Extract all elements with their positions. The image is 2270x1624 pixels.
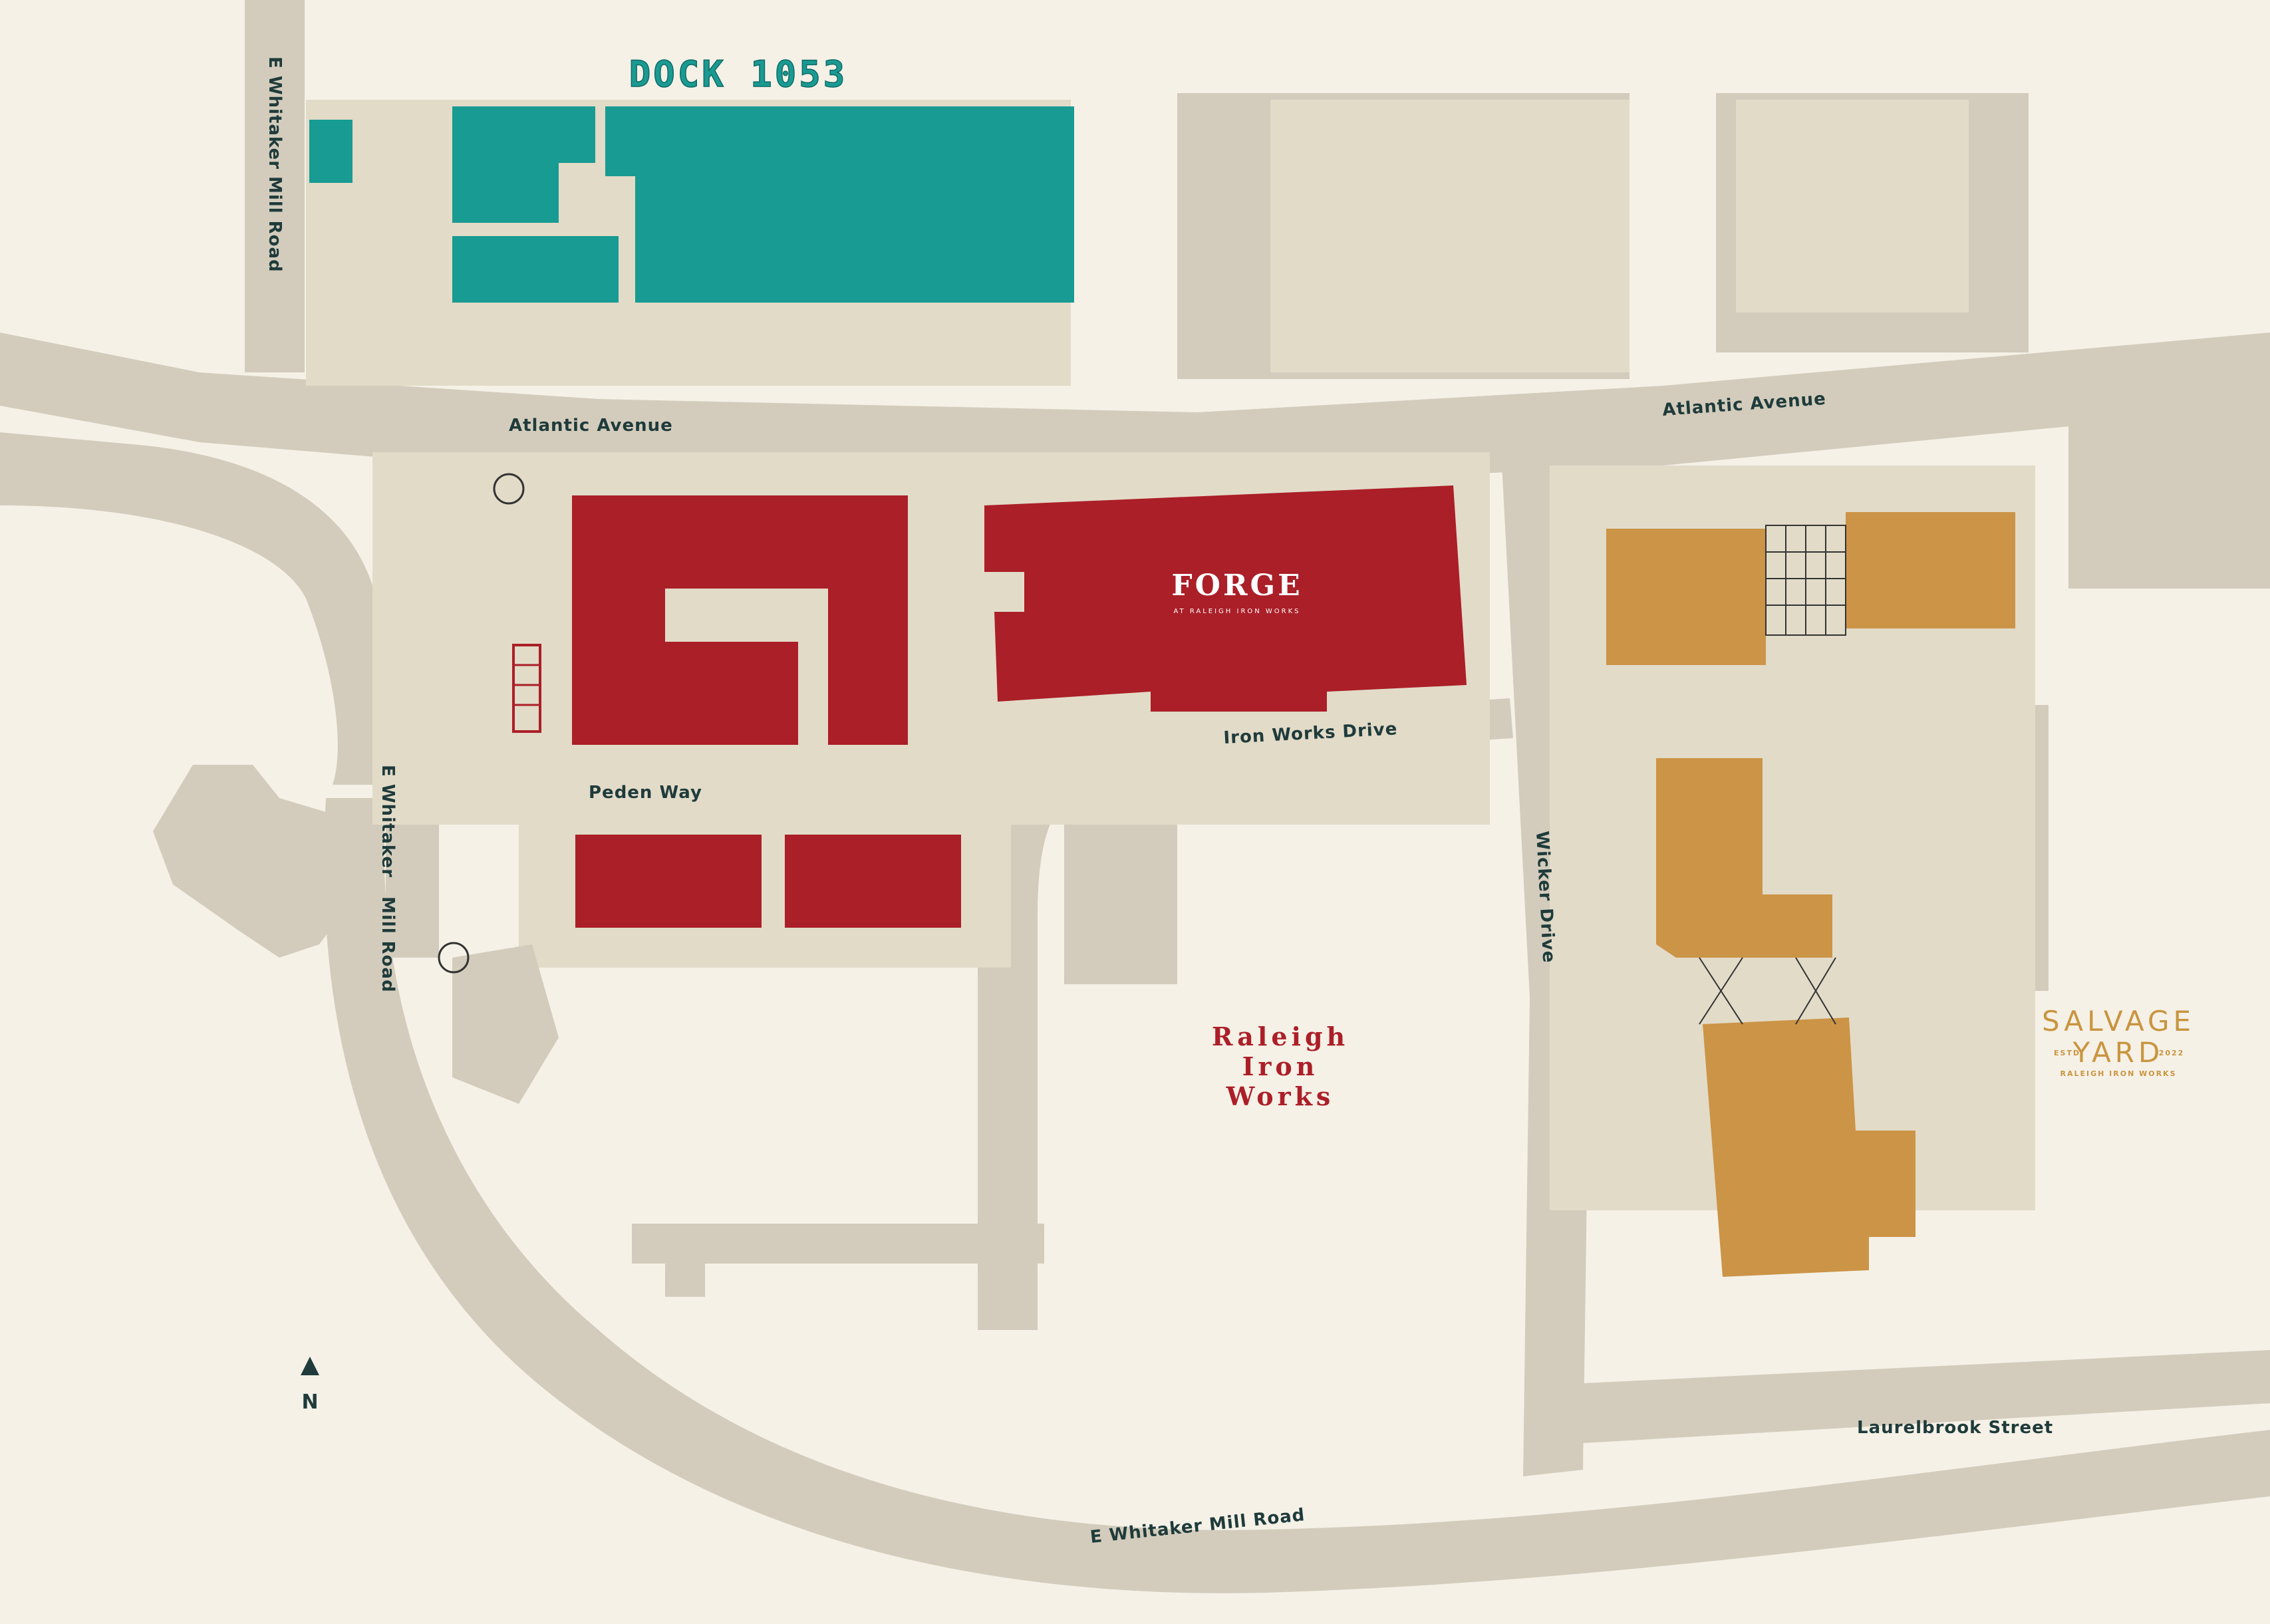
road-e-whitaker-south [324, 798, 2270, 1593]
west-structures [153, 765, 559, 1104]
lot-north-east-inner [1736, 100, 1969, 313]
forge-building-u [572, 495, 908, 745]
riw-line-3: Works [1226, 1081, 1335, 1111]
salvage-yard-buildings [1606, 512, 2015, 1277]
west-structure-plaza [452, 944, 559, 1104]
west-structure-small [333, 884, 372, 991]
north-arrow-icon [301, 1357, 319, 1375]
forge-building-main [984, 485, 1467, 712]
salvage-estd: ESTD [2054, 1049, 2080, 1057]
street-atlantic-west: Atlantic Avenue [509, 416, 673, 436]
dock-building-main [605, 106, 1074, 303]
road-south-connector-2 [665, 1257, 705, 1297]
plaza-circle-south [438, 942, 470, 974]
salvage-building-ne [1846, 512, 2015, 628]
north-compass: N [301, 1357, 319, 1414]
riw-line-2: Iron [1242, 1051, 1319, 1081]
riw-line-1: Raleigh [1212, 1021, 1349, 1051]
salvage-building-south [1703, 1017, 1915, 1277]
forge-buildings [572, 485, 1467, 928]
salvage-building-nw [1606, 529, 1766, 665]
plaza-circle-north [493, 473, 525, 505]
dock-building-small [309, 120, 353, 183]
dock-building-southwest [452, 236, 619, 303]
lot-east-strip [2068, 406, 2270, 589]
north-label: N [301, 1391, 318, 1414]
salvage-canopy-grid [1765, 525, 1846, 636]
plaza-grid-feature [512, 644, 541, 733]
salvage-sub: RALEIGH IRON WORKS [2060, 1069, 2176, 1078]
dock-building-west [452, 106, 595, 223]
raleigh-iron-works-logo: Raleigh Iron Works [1212, 1021, 1349, 1111]
road-laurelbrook [1583, 1350, 2270, 1443]
street-peden-way: Peden Way [589, 783, 702, 803]
street-laurelbrook: Laurelbrook Street [1857, 1418, 2053, 1438]
dock-1053-label: DOCK 1053 [629, 53, 848, 95]
forge-building-sw-1 [575, 835, 762, 928]
west-structure-cross [153, 765, 359, 958]
salvage-line-1: SALVAGE [2042, 1005, 2195, 1037]
forge-label: FORGE [1171, 569, 1302, 603]
lot-north-center-inner [1270, 100, 1630, 372]
salvage-line-2: YARD [2072, 1036, 2164, 1069]
salvage-building-l [1656, 758, 1832, 958]
street-mill-road-west: Mill Road [378, 896, 398, 993]
dock-1053-buildings [309, 106, 1074, 303]
salvage-connectors [1699, 957, 1836, 1025]
street-e-whitaker-north: E Whitaker Mill Road [265, 57, 285, 273]
street-e-whitaker-west: E Whitaker [378, 765, 398, 878]
forge-sublabel: AT RALEIGH IRON WORKS [1173, 608, 1300, 615]
road-west-curve [0, 432, 393, 785]
road-atlantic-avenue [0, 333, 2270, 485]
forge-building-sw-2 [785, 835, 961, 928]
road-e-whitaker-north [245, 0, 305, 372]
salvage-year: 2022 [2159, 1049, 2185, 1057]
salvage-yard-logo: SALVAGE ESTD YARD 2022 RALEIGH IRON WORK… [2042, 1005, 2195, 1078]
